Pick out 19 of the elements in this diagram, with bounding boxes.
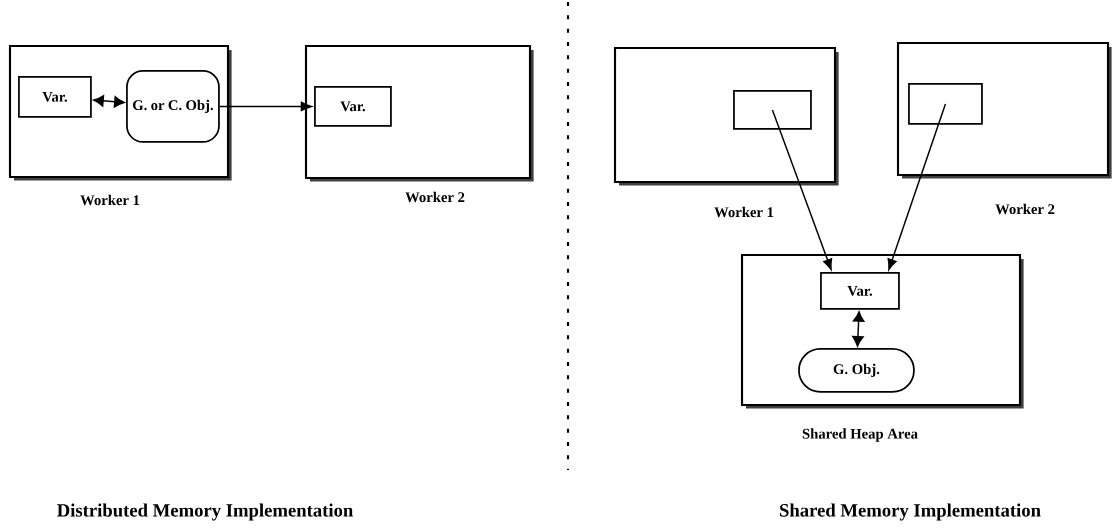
section-title: Shared Memory Implementation bbox=[780, 503, 1041, 521]
variable-box: Var. bbox=[820, 272, 900, 310]
arrow bbox=[887, 103, 947, 271]
variable-box bbox=[908, 83, 983, 125]
worker-label: Shared Heap Area bbox=[802, 428, 918, 442]
worker-label: Worker 2 bbox=[405, 191, 465, 203]
variable-box: Var. bbox=[18, 76, 92, 118]
worker-label: Worker 2 bbox=[995, 203, 1055, 215]
variable-box: Var. bbox=[314, 86, 392, 127]
worker-label: Worker 1 bbox=[80, 194, 140, 206]
arrow bbox=[219, 101, 312, 112]
arrow bbox=[852, 311, 865, 347]
object-box: G. or C. Obj. bbox=[126, 70, 220, 143]
variable-box bbox=[733, 90, 812, 130]
object-box: G. Obj. bbox=[798, 348, 915, 393]
worker-label: Worker 1 bbox=[714, 206, 774, 218]
arrow bbox=[771, 109, 833, 271]
section-title: Distributed Memory Implementation bbox=[57, 503, 353, 521]
arrow bbox=[93, 95, 125, 108]
